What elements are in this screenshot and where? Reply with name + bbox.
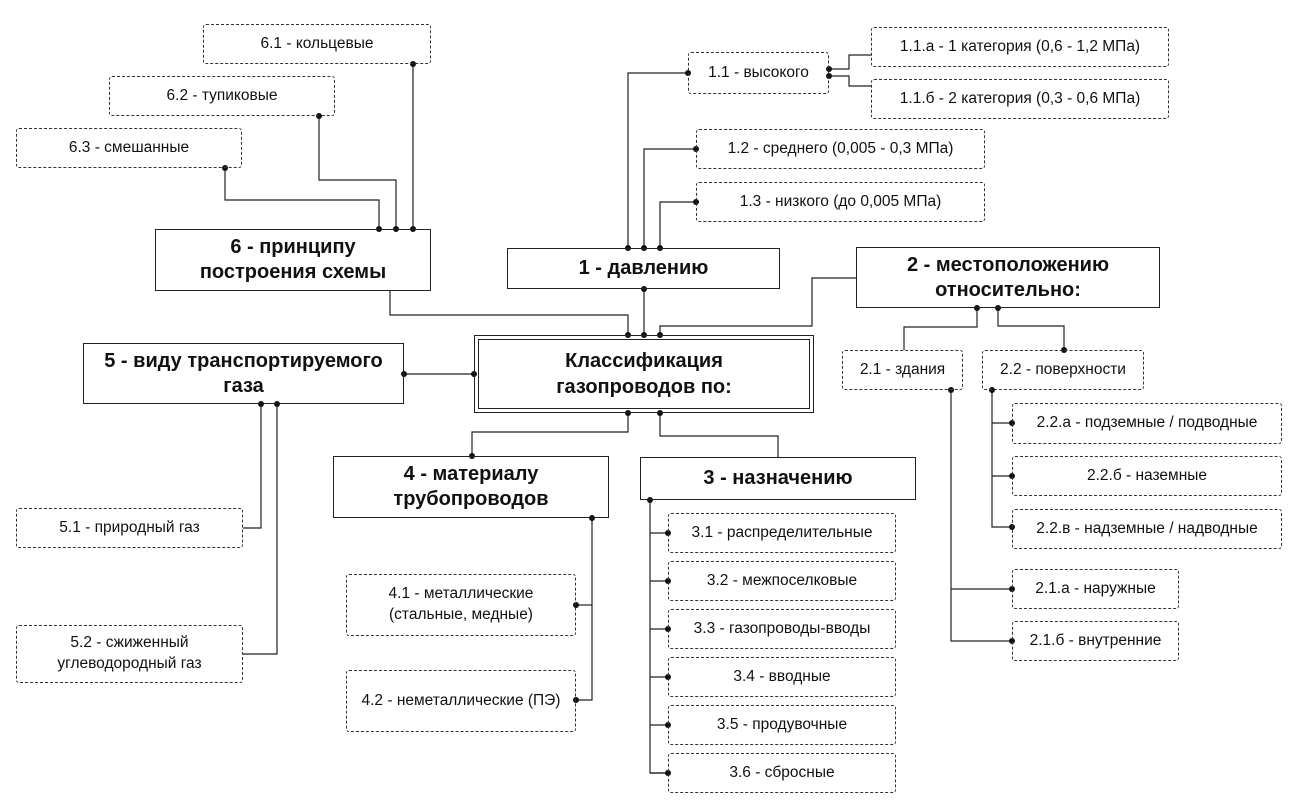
connector-dot (573, 602, 579, 608)
item-2-2a-underground: 2.2.а - подземные / подводные (1012, 403, 1282, 444)
root-node: Классификация газопроводов по: (474, 335, 814, 413)
connector-line (318, 116, 397, 229)
connector-line (643, 148, 696, 248)
item-6-2-dead-end: 6.2 - тупиковые (109, 76, 335, 116)
category-gas-type-label: 5 - виду транспортируемого газа (104, 349, 383, 397)
item-1-1a-category-1: 1.1.а - 1 категория (0,6 - 1,2 МПа) (871, 27, 1169, 67)
item-4-2-nonmetal: 4.2 - неметаллические (ПЭ) (346, 670, 576, 732)
item-1-2-medium: 1.2 - среднего (0,005 - 0,3 МПа) (696, 129, 985, 169)
connector-dot (625, 410, 631, 416)
item-2-1a-outdoor: 2.1.а - наружные (1012, 569, 1179, 609)
category-gas-type: 5 - виду транспортируемого газа (83, 343, 404, 404)
item-6-1-ring: 6.1 - кольцевые (203, 24, 431, 64)
connector-line (224, 168, 380, 229)
item-3-6-discharge: 3.6 - сбросные (668, 753, 896, 793)
connector-line (243, 404, 278, 655)
item-1-3-low: 1.3 - низкого (до 0,005 МПа) (696, 182, 985, 222)
item-1-1b-category-2: 1.1.б - 2 категория (0,3 - 0,6 МПа) (871, 79, 1169, 119)
connector-dot (826, 73, 832, 79)
connector-line (903, 308, 978, 350)
connector-dot (401, 371, 407, 377)
item-2-2-surface: 2.2 - поверхности (982, 350, 1144, 390)
item-2-2c-overground: 2.2.в - надземные / надводные (1012, 509, 1282, 549)
connector-dot (657, 410, 663, 416)
category-material-label: 4 - материалу трубопроводов (393, 463, 549, 510)
category-location: 2 - местоположению относительно: (856, 247, 1160, 308)
item-2-1-buildings: 2.1 - здания (842, 350, 963, 390)
item-2-2b-ground: 2.2.б - наземные (1012, 456, 1282, 496)
connector-line (576, 518, 593, 701)
item-6-3-mixed: 6.3 - смешанные (16, 128, 242, 168)
connector-line (627, 72, 688, 248)
category-pressure-label: 1 - давлению (578, 257, 709, 279)
item-3-2-intersettlement: 3.2 - межпоселковые (668, 561, 896, 601)
category-material: 4 - материалу трубопроводов (333, 456, 609, 518)
item-5-2-lpg: 5.2 - сжиженный углеводородный газ (16, 625, 243, 683)
connector-line (649, 500, 668, 774)
connector-line (829, 75, 871, 87)
connector-line (991, 390, 1012, 528)
connector-line (950, 390, 1012, 642)
connector-line (659, 277, 856, 335)
connector-line (829, 54, 871, 70)
connector-dot (974, 305, 980, 311)
connector-line (389, 291, 629, 335)
category-pressure: 1 - давлению (507, 248, 780, 289)
category-location-label: 2 - местоположению относительно: (906, 253, 1110, 301)
category-purpose-label: 3 - назначению (703, 467, 853, 489)
connector-line (659, 413, 779, 457)
connector-dot (647, 497, 653, 503)
connector-dot (410, 61, 416, 67)
category-scheme: 6 - принципу построения схемы (155, 229, 431, 291)
connector-dot (989, 387, 995, 393)
item-3-4-intake: 3.4 - вводные (668, 657, 896, 697)
item-2-1b-indoor: 2.1.б - внутренние (1012, 621, 1179, 661)
connector-line (659, 201, 696, 248)
connector-line (997, 308, 1065, 350)
connector-line (243, 404, 262, 529)
item-5-1-natural-gas: 5.1 - природный газ (16, 508, 243, 548)
connector-dot (573, 697, 579, 703)
connector-dot (948, 387, 954, 393)
connector-dot (995, 305, 1001, 311)
item-3-5-purge: 3.5 - продувочные (668, 705, 896, 745)
category-scheme-label: 6 - принципу построения схемы (199, 236, 387, 283)
connector-dot (222, 165, 228, 171)
connector-dot (258, 401, 264, 407)
connector-dot (316, 113, 322, 119)
root-label: Классификация газопроводов по: (556, 350, 732, 398)
connector-dot (641, 286, 647, 292)
connector-dot (274, 401, 280, 407)
item-3-3-inlet-pipes: 3.3 - газопроводы-вводы (668, 609, 896, 649)
connector-dot (826, 66, 832, 72)
connector-dot (589, 515, 595, 521)
connector-line (471, 413, 629, 456)
item-3-1-distribution: 3.1 - распределительные (668, 513, 896, 553)
item-4-1-metal: 4.1 - металлические (стальные, медные) (346, 574, 576, 636)
item-1-1-high: 1.1 - высокого (688, 52, 829, 94)
category-purpose: 3 - назначению (640, 457, 916, 500)
